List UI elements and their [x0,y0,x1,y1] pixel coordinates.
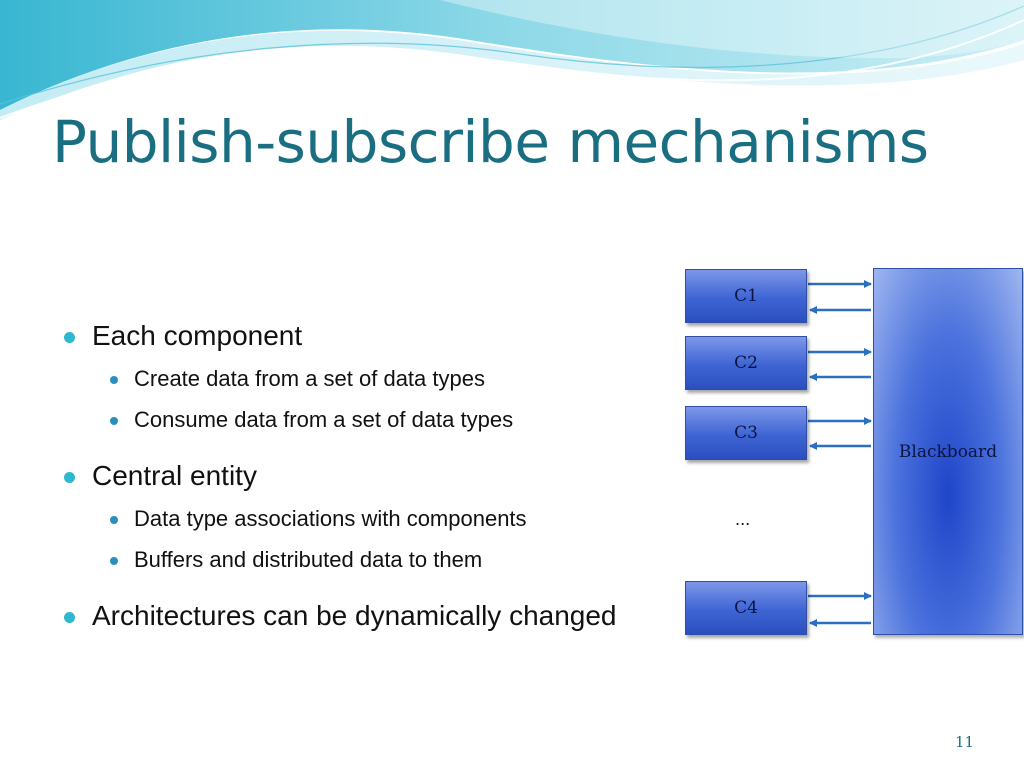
bullet-item: Each component [64,314,684,358]
component-label: C1 [734,286,758,306]
header-wave-decoration [0,0,1024,120]
ellipsis-text: ... [735,510,751,529]
component-label: C4 [734,598,758,618]
component-box-c3: C3 [685,406,807,460]
blackboard-diagram: C1 C2 C3 ... C4 Blackboard [680,262,1024,642]
component-box-c2: C2 [685,336,807,390]
component-box-c1: C1 [685,269,807,323]
sub-bullet-item: Data type associations with components [64,498,684,539]
blackboard-box: Blackboard [873,268,1023,635]
sub-bullet-item: Consume data from a set of data types [64,399,684,440]
component-box-c4: C4 [685,581,807,635]
slide-number: 11 [955,733,975,751]
slide-title: Publish-subscribe mechanisms [52,108,929,176]
bullet-item: Central entity [64,454,684,498]
blackboard-label: Blackboard [898,441,998,462]
bullet-list: Each component Create data from a set of… [64,300,684,638]
diagram-arrows [808,280,872,627]
component-label: C3 [734,423,758,443]
sub-bullet-item: Buffers and distributed data to them [64,539,684,580]
component-label: C2 [734,353,758,373]
sub-bullet-item: Create data from a set of data types [64,358,684,399]
bullet-item: Architectures can be dynamically changed [64,594,684,638]
